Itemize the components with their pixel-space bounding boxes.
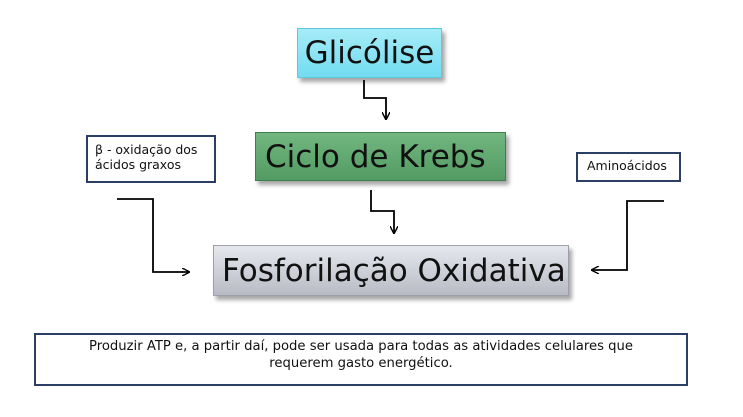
result-text-line1: Produzir ATP e, a partir daí, pode ser u…	[88, 339, 633, 354]
arrow-krebs-to-fosforilacao	[370, 190, 394, 233]
fosforilacao-label: Fosforilação Oxidativa	[222, 252, 566, 289]
glicolise-label: Glicólise	[304, 35, 435, 71]
aminoacidos-box: Aminoácidos	[576, 152, 681, 182]
beta-oxidacao-label-line2: ácidos graxos	[95, 157, 181, 172]
arrow-beta-oxidacao-to-fosforilacao	[117, 198, 189, 272]
glicolise-node: Glicólise	[297, 28, 442, 78]
aminoacidos-label: Aminoácidos	[587, 158, 667, 173]
beta-oxidacao-box: β - oxidação dos ácidos graxos	[86, 135, 216, 183]
arrow-glicolise-to-krebs	[363, 80, 386, 119]
arrow-aminoacidos-to-fosforilacao	[592, 200, 664, 270]
result-text-line2: requerem gasto energético.	[269, 356, 453, 371]
result-description-box: Produzir ATP e, a partir daí, pode ser u…	[34, 333, 688, 386]
fosforilacao-node: Fosforilação Oxidativa	[213, 245, 569, 296]
krebs-label: Ciclo de Krebs	[265, 138, 486, 175]
krebs-node: Ciclo de Krebs	[255, 132, 506, 181]
beta-oxidacao-label-line1: β - oxidação dos	[95, 142, 198, 157]
